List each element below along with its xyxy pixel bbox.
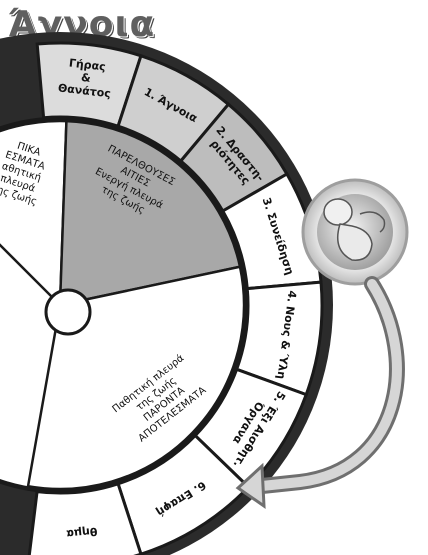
hub-circle: [44, 288, 92, 336]
segment-label-1: Γήρας&Θανάτος: [57, 56, 114, 101]
segment-label-8: θημα: [65, 524, 98, 540]
fetus-head: [323, 198, 353, 226]
inner-wedge-past-causes: [58, 119, 242, 307]
fetus-cord: [359, 211, 386, 233]
outer-ring: [27, 41, 324, 555]
fetus-icon: [301, 178, 409, 286]
inner-label-past-results: ΠΙΚΑΕΣΜΑΤΑαθητικήπλευράτης ζωής: [0, 137, 53, 208]
fetus-body: [337, 223, 373, 261]
inner-wedge-past-results: [0, 119, 68, 308]
arrow-shaft: [257, 279, 402, 491]
arrow-head: [235, 462, 266, 509]
inner-wheel: [0, 119, 246, 491]
rebirth-arrow: [235, 276, 405, 509]
